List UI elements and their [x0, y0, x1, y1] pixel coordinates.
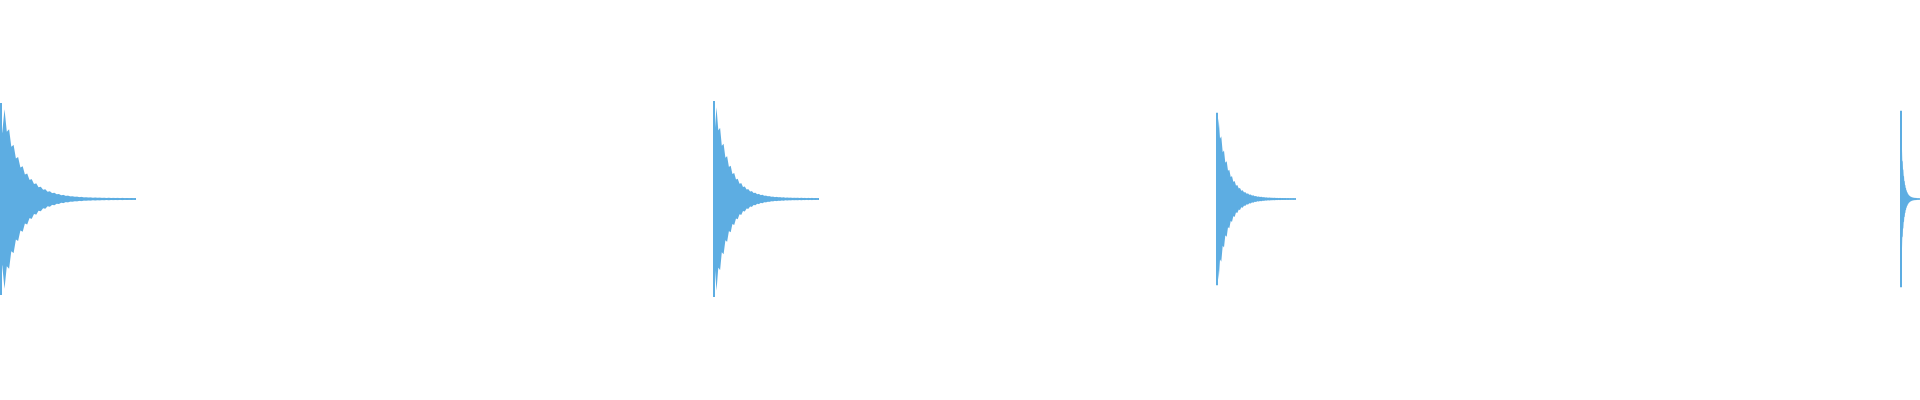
waveform-clip-1[interactable] [0, 102, 136, 296]
waveform-clip-4[interactable] [1900, 110, 1920, 288]
waveform-envelope [0, 109, 136, 289]
waveform-clip-2[interactable] [713, 101, 819, 297]
waveform-envelope [1216, 118, 1296, 280]
waveform-envelope [713, 107, 819, 291]
waveform-clip-3[interactable] [1216, 112, 1296, 286]
waveform-envelope [1900, 116, 1920, 282]
